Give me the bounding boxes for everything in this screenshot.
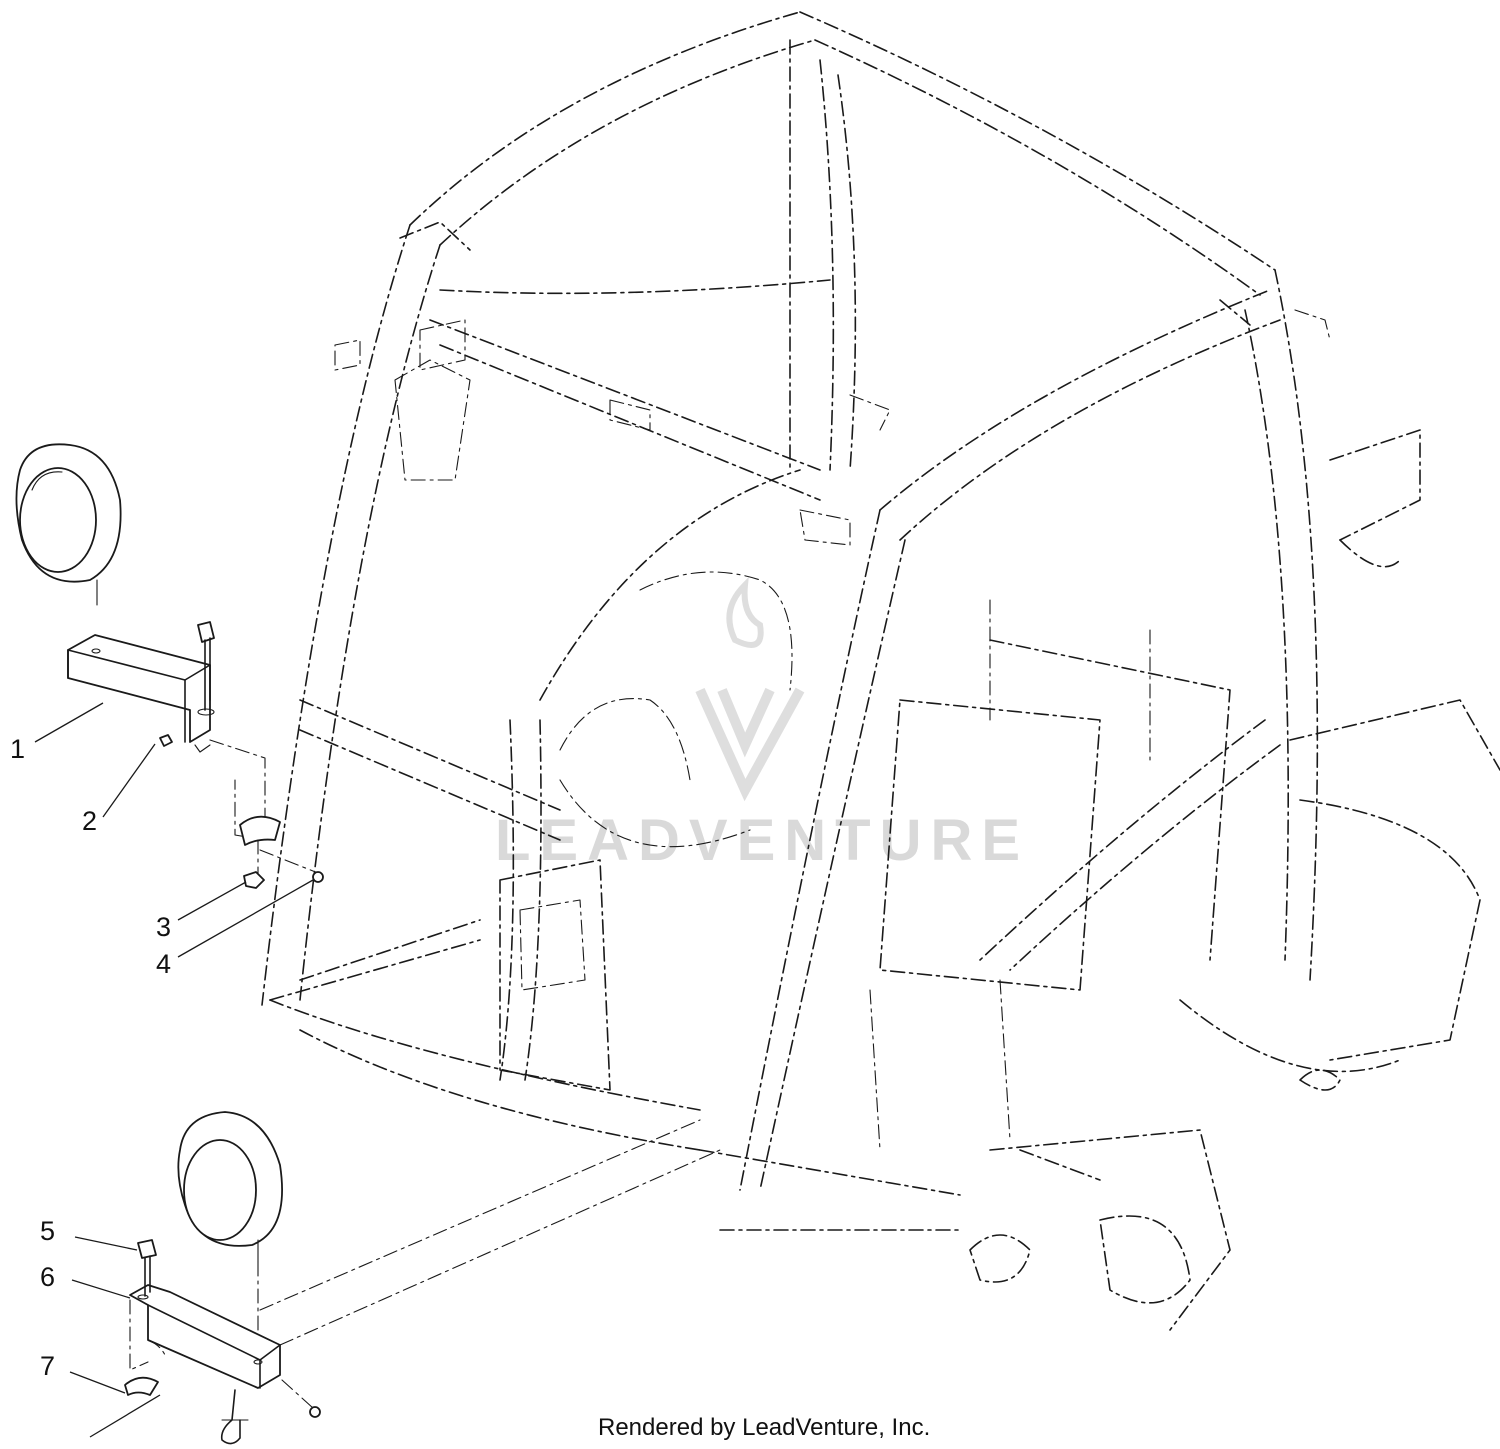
cab-frame (261, 11, 1500, 1331)
callout-7: 7 (40, 1351, 55, 1381)
upper-washer (312, 871, 324, 883)
callout-1: 1 (10, 734, 25, 764)
upper-nut (243, 871, 265, 889)
upper-screw (159, 734, 173, 747)
lower-hairpin-clip (124, 1376, 159, 1396)
watermark-flame-icon (726, 576, 764, 648)
footer-credit: Rendered by LeadVenture, Inc. (598, 1414, 930, 1441)
callout-leaders (34, 702, 314, 1438)
callout-labels: 1 2 3 4 5 6 7 (10, 734, 171, 1381)
upper-clip (239, 815, 281, 846)
lower-mount-bracket (129, 1284, 281, 1389)
lower-bolt (137, 1239, 157, 1259)
upper-work-light-assembly (15, 443, 324, 889)
callout-3: 3 (156, 912, 171, 942)
watermark-text: LEADVENTURE (495, 808, 1029, 873)
lower-lamp-lens (183, 1139, 257, 1241)
upper-lamp-lens (19, 467, 97, 573)
lower-washer (309, 1406, 321, 1418)
watermark-logo-icon (695, 687, 805, 802)
callout-5: 5 (40, 1216, 55, 1246)
callout-2: 2 (82, 806, 97, 836)
callout-4: 4 (156, 949, 171, 979)
callout-6: 6 (40, 1262, 55, 1292)
lower-work-light-assembly (124, 1111, 721, 1445)
upper-mount-bracket (67, 634, 211, 743)
upper-bolt (197, 621, 215, 643)
watermark: LEADVENTURE (495, 576, 1029, 873)
